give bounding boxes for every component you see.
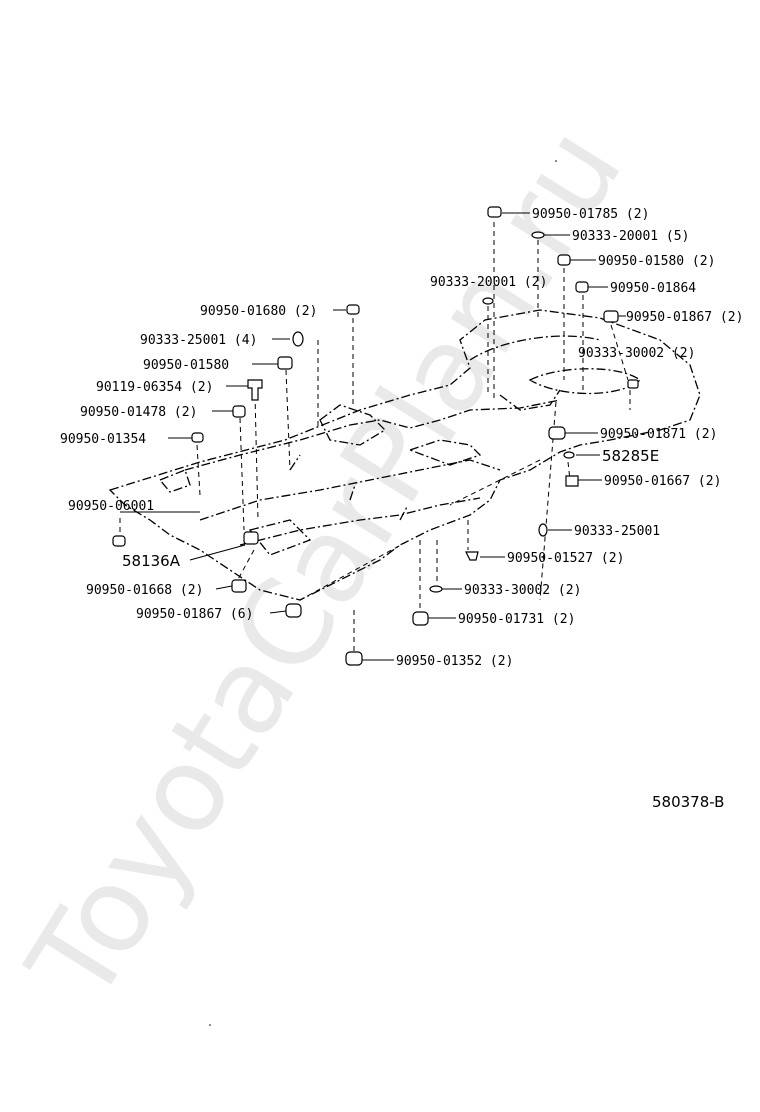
callout-90950-01731: 90950-01731 (2) bbox=[458, 612, 575, 627]
callout-90333-30002-upper: 90333-30002 (2) bbox=[578, 346, 695, 361]
callout-58136A: 58136A bbox=[122, 552, 181, 570]
callout-90333-25001-4: 90333-25001 (4) bbox=[140, 333, 257, 348]
fastener-parts bbox=[112, 206, 639, 666]
callout-90950-06001: 90950-06001 bbox=[68, 499, 154, 514]
callout-labels: 90950-01785 (2) 90333-20001 (5) 90950-01… bbox=[60, 207, 743, 669]
callout-90950-01667: 90950-01667 (2) bbox=[604, 474, 721, 489]
callout-90950-01867-6: 90950-01867 (6) bbox=[136, 607, 253, 622]
stray-dot bbox=[555, 160, 557, 162]
callout-90950-01527: 90950-01527 (2) bbox=[507, 551, 624, 566]
callout-90333-20001-5: 90333-20001 (5) bbox=[572, 229, 689, 244]
callout-90950-01668: 90950-01668 (2) bbox=[86, 583, 203, 598]
callout-90950-01478: 90950-01478 (2) bbox=[80, 405, 197, 420]
callout-58285E: 58285E bbox=[602, 447, 659, 465]
callout-90950-01871: 90950-01871 (2) bbox=[600, 427, 717, 442]
floor-pan-outline bbox=[108, 309, 701, 601]
callout-90950-01867-2: 90950-01867 (2) bbox=[626, 310, 743, 325]
callout-90950-01352: 90950-01352 (2) bbox=[396, 654, 513, 669]
callout-90119-06354: 90119-06354 (2) bbox=[96, 380, 213, 395]
callout-90950-01354: 90950-01354 bbox=[60, 432, 146, 447]
callout-90950-01864: 90950-01864 bbox=[610, 281, 696, 296]
callout-90333-25001: 90333-25001 bbox=[574, 524, 660, 539]
stray-dot bbox=[209, 1024, 211, 1026]
drawing-code: 580378-B bbox=[652, 793, 724, 811]
callout-90950-01580: 90950-01580 bbox=[143, 358, 229, 373]
callout-90950-01785: 90950-01785 (2) bbox=[532, 207, 649, 222]
callout-90950-01580-2: 90950-01580 (2) bbox=[598, 254, 715, 269]
callout-90333-30002-lower: 90333-30002 (2) bbox=[464, 583, 581, 598]
callout-90950-01680: 90950-01680 (2) bbox=[200, 304, 317, 319]
callout-90333-20001-2: 90333-20001 (2) bbox=[430, 275, 547, 290]
leader-lines bbox=[119, 212, 631, 661]
